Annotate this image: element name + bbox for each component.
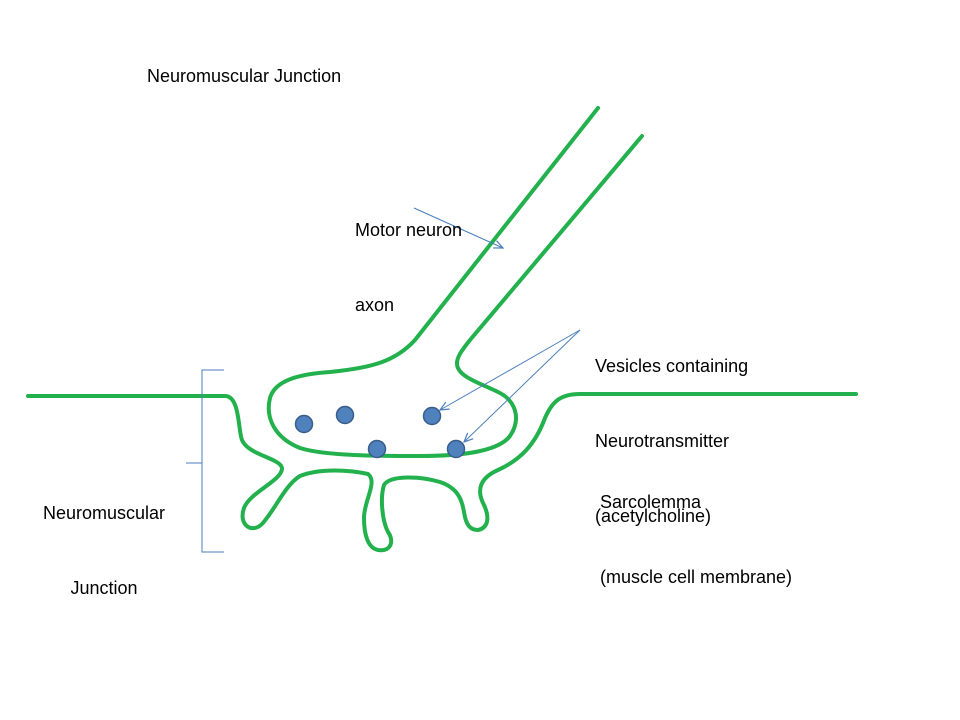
axon-label-line: Motor neuron (355, 220, 463, 240)
sarcolemma-label-line: Sarcolemma (600, 492, 702, 512)
sarcolemma-membrane (26, 392, 858, 553)
diagram-title: Neuromuscular Junction (147, 66, 342, 86)
vesicle-pointer-line-2 (464, 329, 581, 442)
sarcolemma-label-line: (muscle cell membrane) (600, 567, 793, 587)
vesicle-pointer-line-1 (440, 329, 581, 410)
vesicles-label-line: Neurotransmitter (595, 431, 730, 451)
vesicles-label: Vesicles containing Neurotransmitter (ac… (595, 304, 748, 554)
axon-pointer-line (413, 207, 503, 248)
vesicle (335, 405, 355, 425)
junction-label-line: Junction (70, 578, 138, 598)
axon-label-line: axon (355, 295, 395, 315)
junction-label: Neuromuscular Junction (24, 451, 184, 626)
sarcolemma-label: Sarcolemma (muscle cell membrane) (600, 440, 792, 615)
vesicles-label-line: Vesicles containing (595, 356, 749, 376)
vesicles-label-line: (acetylcholine) (595, 506, 712, 526)
junction-label-line: Neuromuscular (42, 503, 166, 523)
junction-bracket (186, 369, 224, 553)
vesicle (367, 439, 387, 459)
vesicle (294, 414, 314, 434)
vesicle (446, 439, 466, 459)
motor-neuron-axon (266, 106, 644, 458)
vesicle (422, 406, 442, 426)
axon-label: Motor neuron axon (355, 168, 462, 343)
vesicles (294, 405, 466, 459)
